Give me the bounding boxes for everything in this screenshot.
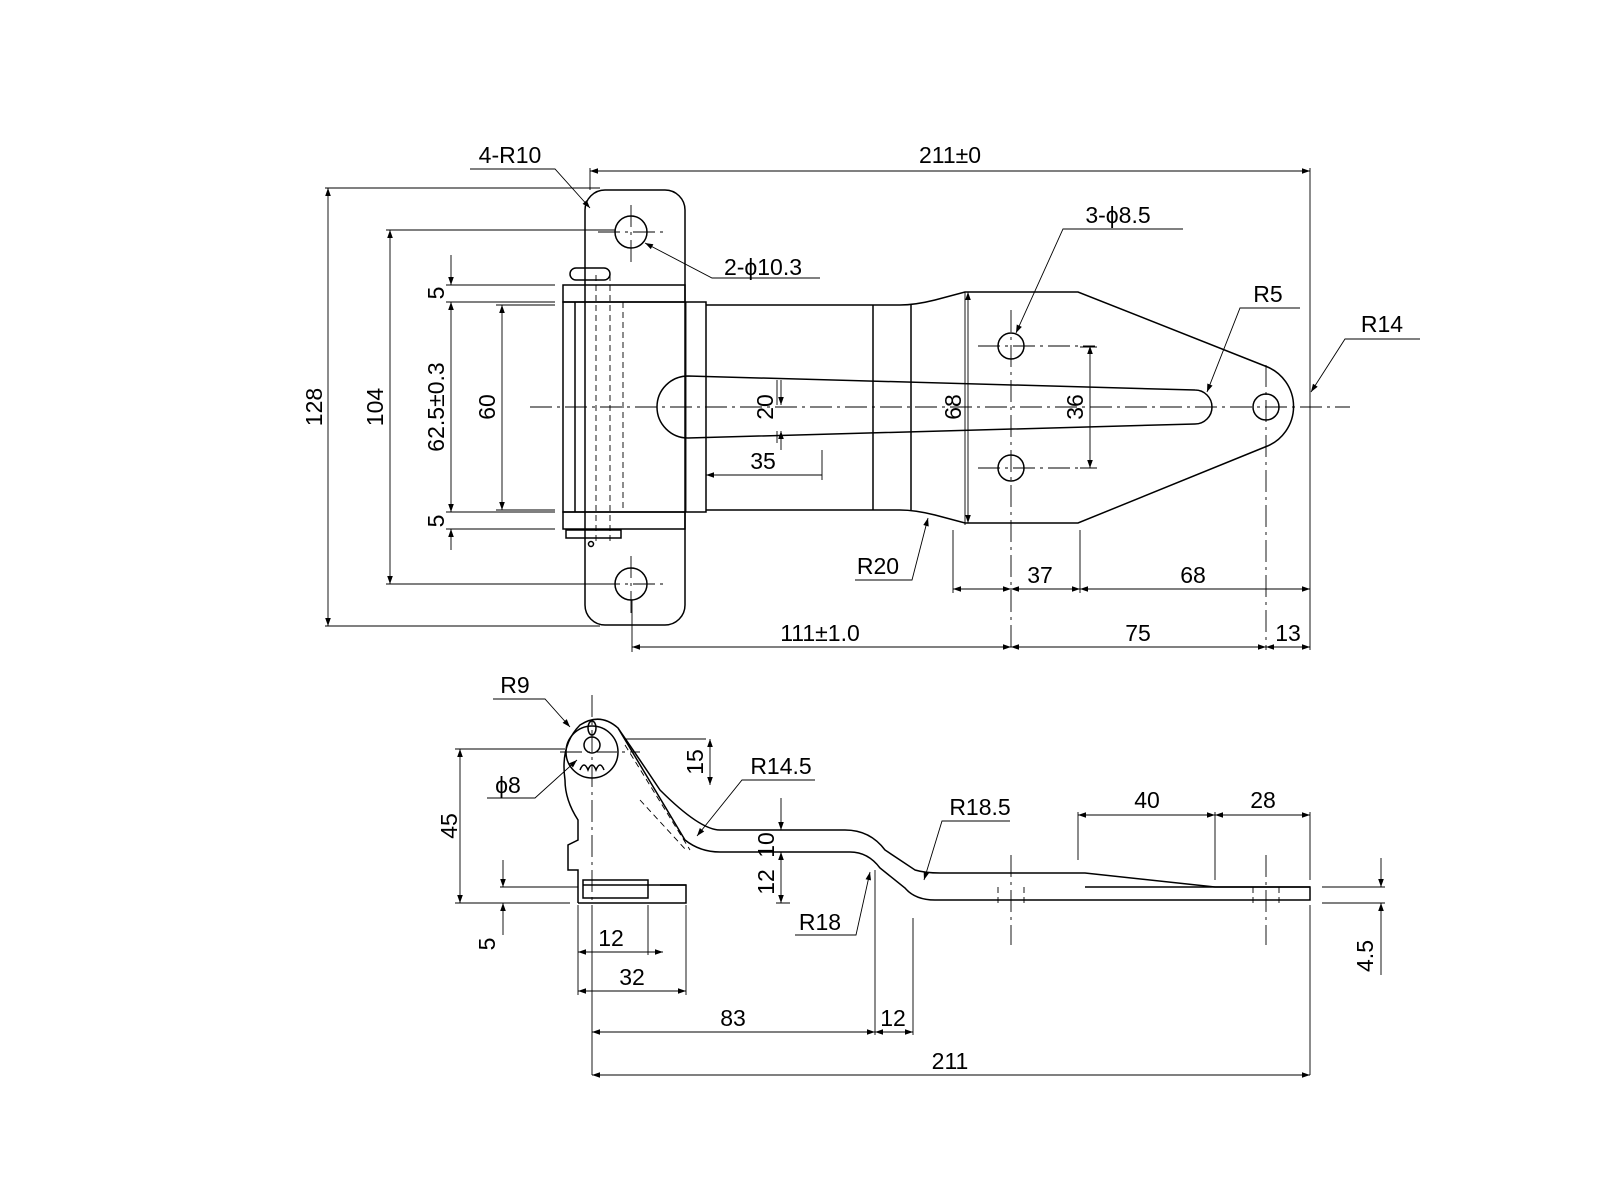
overall-height-label: 128 — [301, 388, 327, 426]
knuckle-gap-bottom-label: 5 — [423, 515, 449, 528]
slot-end-radius-label: R5 — [1253, 281, 1282, 307]
slot-width-label: 20 — [752, 394, 778, 420]
hole-pitch-36-label: 36 — [1062, 394, 1088, 420]
knuckle-radius-label: R9 — [500, 672, 529, 698]
dim-12-bottom-label: 12 — [880, 1005, 906, 1031]
overall-length-label: 211±0 — [919, 142, 981, 168]
waist-radius-label: R20 — [857, 553, 899, 579]
knuckle-gap-top-label: 5 — [423, 287, 449, 300]
strap-outline — [706, 291, 1295, 524]
side-view: R9 ϕ8 R14.5 R18.5 R18 15 10 12 45 5 12 3… — [436, 672, 1385, 1078]
dim-12-vertical-label: 12 — [753, 869, 779, 895]
dim-5-label: 5 — [474, 938, 500, 951]
dim-32-label: 32 — [619, 964, 645, 990]
mount-hole-note: 2-ϕ10.3 — [724, 254, 802, 280]
bend-radius-2-label: R18.5 — [949, 794, 1010, 820]
slot-hole-note: 3-ϕ8.5 — [1085, 202, 1150, 228]
dim-68-label: 68 — [1180, 562, 1206, 588]
bend-radius-3-label: R18 — [799, 909, 841, 935]
corner-radius-note: 4-R10 — [479, 142, 542, 168]
thickness-label: 4.5 — [1352, 940, 1378, 972]
tapered-slot — [656, 375, 1213, 439]
pin-head — [569, 267, 611, 281]
dim-83-label: 83 — [720, 1005, 746, 1031]
dim-45-label: 45 — [436, 813, 462, 839]
dim-12-horizontal-label: 12 — [598, 925, 624, 951]
side-knuckle-body — [563, 718, 1311, 903]
dim-75-label: 75 — [1125, 620, 1151, 646]
dim-37-label: 37 — [1027, 562, 1053, 588]
tip-radius-label: R14 — [1361, 311, 1403, 337]
dim-15-label: 15 — [682, 749, 708, 775]
dim-111-label: 111±1.0 — [780, 620, 860, 646]
leaf-width-label: 60 — [474, 394, 500, 420]
hole-pitch-vertical-label: 104 — [362, 388, 388, 427]
dim-13-label: 13 — [1275, 620, 1301, 646]
knuckle-length-label: 62.5±0.3 — [423, 362, 449, 451]
bend-radius-1-label: R14.5 — [750, 753, 811, 779]
dim-10-label: 10 — [753, 832, 779, 858]
dim-28-label: 28 — [1250, 787, 1276, 813]
strap-height-label: 68 — [940, 394, 966, 420]
side-overall-length-label: 211 — [932, 1048, 969, 1074]
top-view: 211±0 4-R10 2-ϕ10.3 3-ϕ8.5 R5 R14 R20 12… — [301, 142, 1420, 652]
slot-offset-label: 35 — [750, 448, 776, 474]
pin-dia-label: ϕ8 — [495, 772, 521, 798]
dim-40-label: 40 — [1134, 787, 1160, 813]
vertical-leaf-outline — [584, 189, 686, 626]
